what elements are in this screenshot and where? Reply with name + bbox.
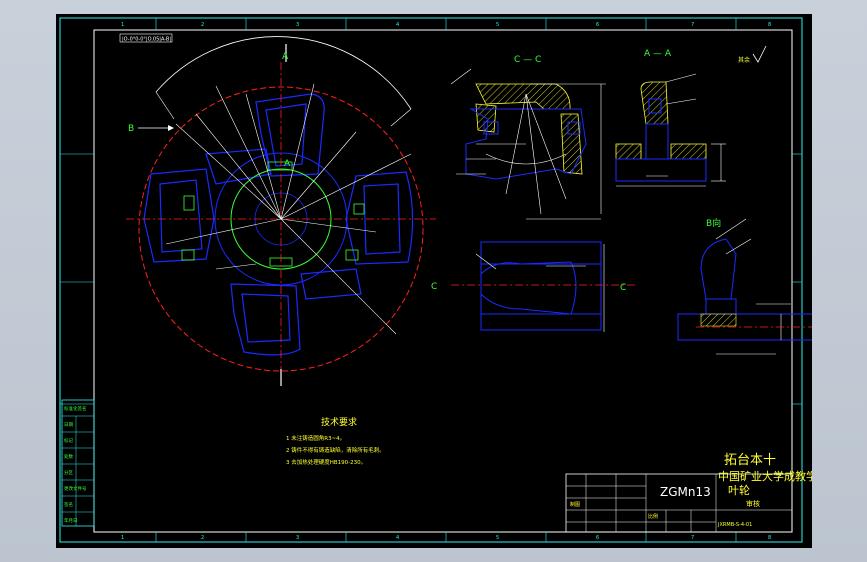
cc-dimensions bbox=[450, 68, 606, 220]
view-b-title: B向 bbox=[706, 217, 721, 229]
cad-drawing-canvas[interactable]: 1 2 3 4 5 6 7 8 1 2 3 4 5 6 7 8 bbox=[56, 14, 812, 548]
side-table-cell-6: 签名 bbox=[64, 501, 73, 508]
zone-bottom-6: 6 bbox=[596, 535, 599, 541]
zone-bottom-8: 8 bbox=[768, 535, 771, 541]
title-block[interactable]: ZGMn13 拓台本十 中国矿业大学成教学院 叶轮 审核 JXRMB-S-4-0… bbox=[565, 453, 812, 533]
company-line2: 中国矿业大学成教学院 bbox=[718, 469, 812, 483]
c-view-outline bbox=[480, 241, 602, 331]
zone-top-2: 2 bbox=[201, 22, 204, 28]
aa-dimensions bbox=[616, 73, 726, 187]
tech-requirements: 技术要求 1 未注铸造圆角R3~4。 2 铸件不得有铸造缺陷，清除所有毛刺。 3… bbox=[286, 416, 385, 466]
roughness-note: 其余 bbox=[738, 56, 750, 64]
outer-dimension-arc bbox=[155, 36, 412, 110]
side-table-cell-0: 标准化签名 bbox=[64, 405, 87, 412]
aa-hatch-right bbox=[670, 143, 707, 160]
part-name: 叶轮 bbox=[728, 483, 750, 497]
section-aa-view[interactable]: A — A 其余 bbox=[615, 45, 767, 187]
zone-top-3: 3 bbox=[296, 22, 299, 28]
zone-bottom-1: 1 bbox=[121, 535, 124, 541]
c-view-dimensions bbox=[475, 244, 605, 332]
section-a-label-top: A bbox=[282, 52, 289, 62]
cut-c-left-label: C bbox=[431, 282, 437, 292]
main-view-impeller[interactable]: A A B bbox=[126, 36, 436, 386]
cc-outline bbox=[465, 108, 587, 180]
zone-top-1: 1 bbox=[121, 22, 124, 28]
zone-bottom-3: 3 bbox=[296, 535, 299, 541]
zone-top-7: 7 bbox=[691, 22, 694, 28]
zone-bottom-2: 2 bbox=[201, 535, 204, 541]
drawn-label: 制图 bbox=[570, 501, 580, 508]
aa-hatch-column bbox=[640, 81, 669, 125]
side-revision-table: 标准化签名 日期 标记 处数 分区 更改文件号 签名 年月日 bbox=[61, 399, 95, 527]
side-table-cell-1: 日期 bbox=[64, 422, 73, 428]
side-table-cell-2: 标记 bbox=[64, 437, 73, 444]
outer-dashed-circle bbox=[138, 86, 424, 372]
drawing-number: JXRMB-S-4-01 bbox=[717, 522, 752, 528]
tech-req-item-3: 3 去加热处理硬度HB190-230。 bbox=[286, 458, 366, 466]
section-cc-view[interactable]: C — C bbox=[450, 55, 606, 220]
section-a-label-center: A bbox=[284, 159, 291, 169]
zone-bottom-7: 7 bbox=[691, 535, 694, 541]
company-line1: 拓台本十 bbox=[724, 453, 776, 468]
cad-drawing-sheet[interactable]: 1 2 3 4 5 6 7 8 1 2 3 4 5 6 7 8 bbox=[56, 14, 812, 548]
tolerance-note: |O-0°0-0°|O.05|A-B| bbox=[122, 37, 171, 43]
view-b[interactable]: B向 bbox=[677, 217, 812, 355]
view-b-dimensions bbox=[715, 218, 791, 355]
zone-top-6: 6 bbox=[596, 22, 599, 28]
section-aa-title: A — A bbox=[644, 49, 672, 59]
aa-outline bbox=[615, 98, 707, 182]
impeller-vanes bbox=[143, 93, 414, 356]
zone-bottom-4: 4 bbox=[396, 535, 399, 541]
section-cc-title: C — C bbox=[514, 55, 541, 65]
zone-top-4: 4 bbox=[396, 22, 399, 28]
radial-dimension-lines bbox=[165, 83, 412, 335]
main-center-lines bbox=[126, 62, 436, 379]
arrow-b-label: B bbox=[128, 124, 134, 134]
cut-c-right-label: C bbox=[620, 283, 626, 293]
cc-hatch-top bbox=[475, 83, 571, 110]
zone-top-5: 5 bbox=[496, 22, 499, 28]
tech-req-title: 技术要求 bbox=[321, 416, 357, 428]
cut-c-view[interactable]: C C bbox=[431, 241, 636, 332]
zone-ticks bbox=[60, 18, 802, 542]
tech-req-item-2: 2 铸件不得有铸造缺陷，清除所有毛刺。 bbox=[286, 446, 385, 454]
material-text: ZGMn13 bbox=[660, 485, 711, 499]
outer-frame bbox=[59, 17, 803, 543]
zone-numbers: 1 2 3 4 5 6 7 8 1 2 3 4 5 6 7 8 bbox=[121, 22, 771, 541]
zone-bottom-5: 5 bbox=[496, 535, 499, 541]
tech-req-item-1: 1 未注铸造圆角R3~4。 bbox=[286, 434, 345, 442]
zone-top-8: 8 bbox=[768, 22, 771, 28]
side-table-cell-4: 分区 bbox=[64, 469, 73, 476]
cc-hatch-right bbox=[560, 113, 583, 175]
aa-hatch-left bbox=[615, 143, 642, 160]
side-table-cell-7: 年月日 bbox=[64, 517, 78, 524]
scale-label: 比例 bbox=[648, 513, 658, 520]
side-table-cell-5: 更改文件号 bbox=[64, 485, 87, 492]
roughness-icon bbox=[752, 45, 767, 63]
side-table-cell-3: 处数 bbox=[64, 453, 73, 460]
tolerance-frame: |O-0°0-0°|O.05|A-B| bbox=[119, 33, 173, 43]
inner-frame bbox=[93, 29, 793, 533]
checked-label: 审核 bbox=[746, 499, 760, 508]
